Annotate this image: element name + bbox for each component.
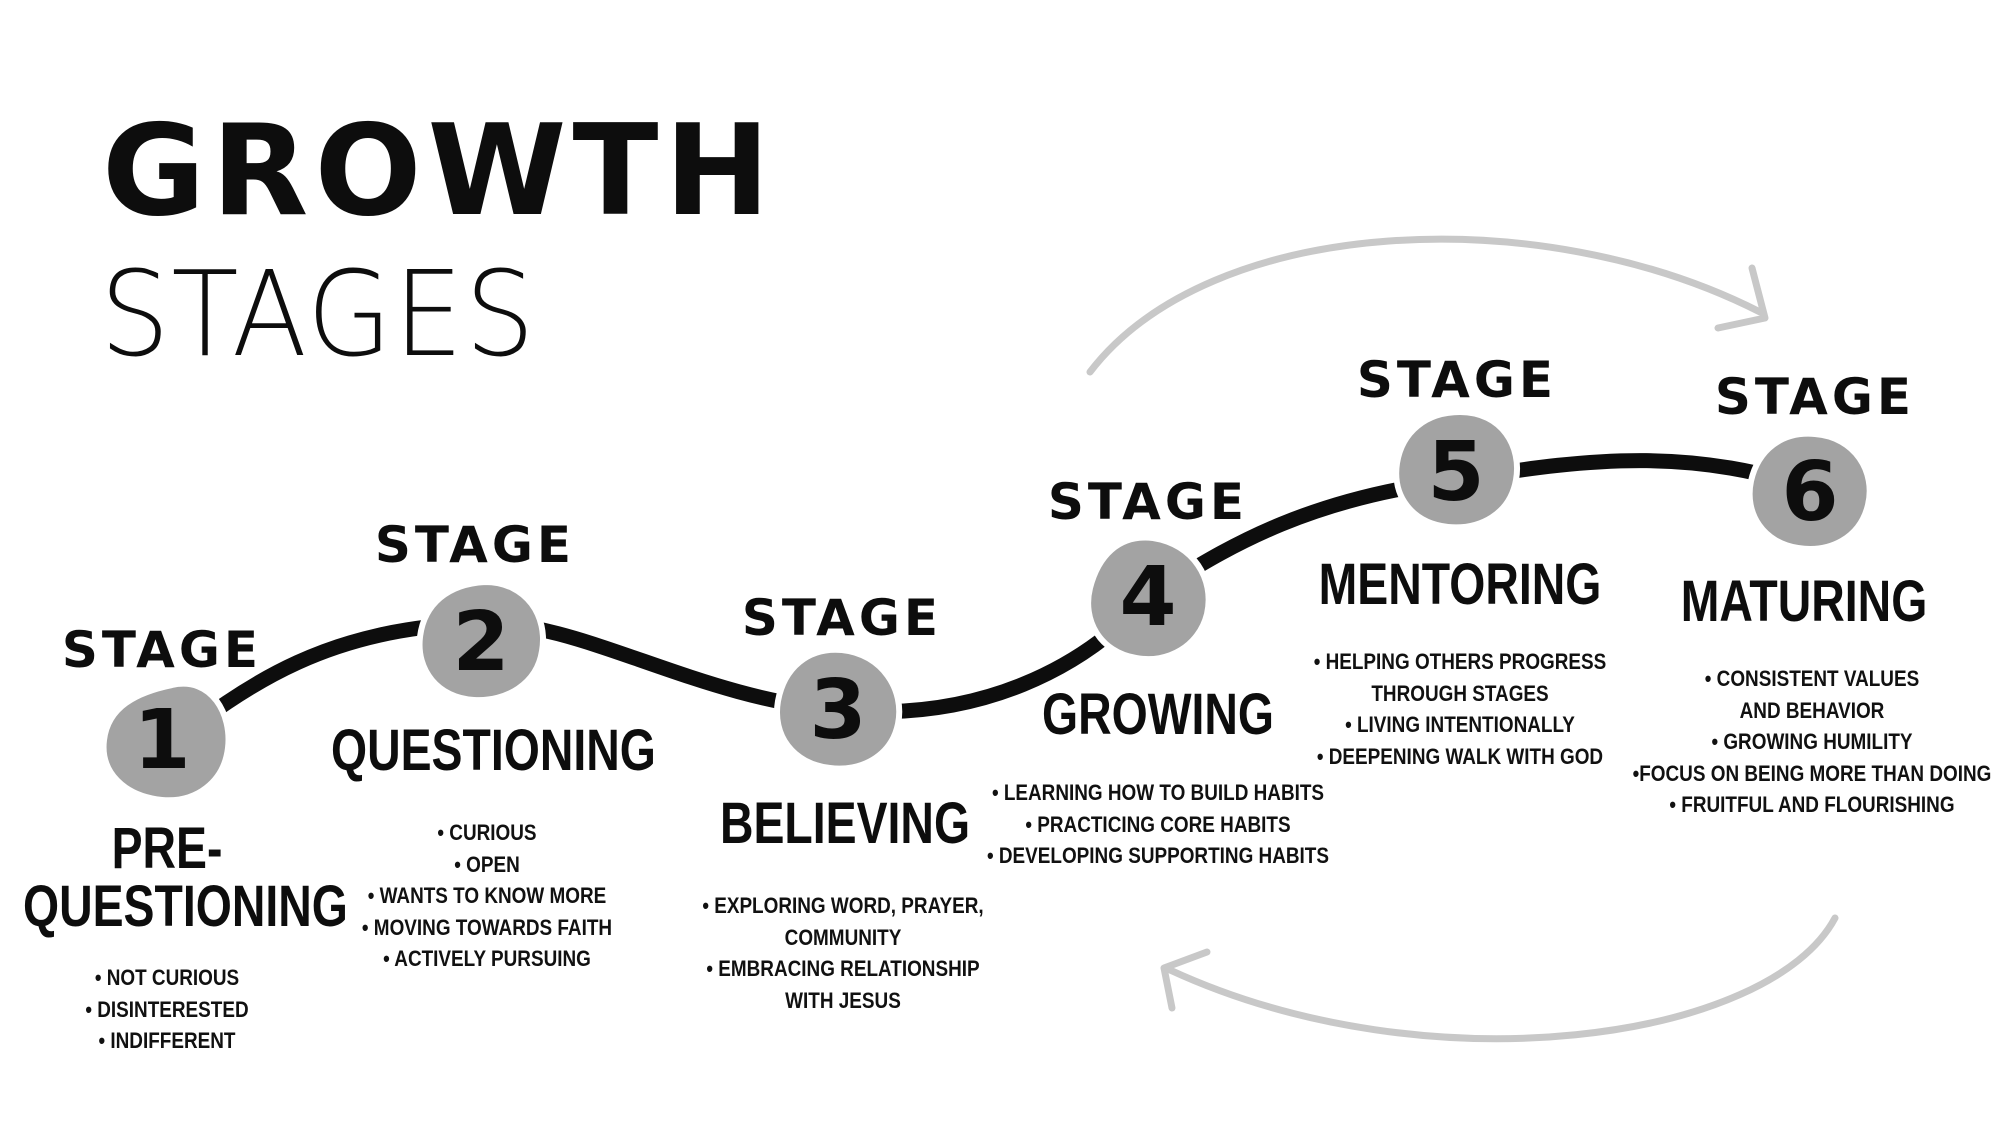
stage-4-label: STAGE	[1047, 473, 1249, 531]
bottom-arrow-head	[1160, 948, 1211, 1012]
stage-4-bullet: • PRACTICING CORE HABITS	[1025, 811, 1291, 837]
stage-2-bullet: • OPEN	[454, 851, 520, 877]
stage-1-label: STAGE	[61, 621, 263, 679]
stage-3-bullets: • EXPLORING WORD, PRAYER, COMMUNITY • EM…	[654, 890, 1032, 1016]
stage-node-3	[774, 646, 903, 772]
stage-node-6	[1746, 430, 1873, 552]
stage-1-bullet: • NOT CURIOUS	[94, 965, 240, 990]
top-arrow-head	[1714, 264, 1769, 332]
stage-3-label: STAGE	[741, 589, 943, 647]
stage-2-name: QUESTIONING	[331, 718, 656, 783]
stage-5-bullets: • HELPING OTHERS PROGRESS THROUGH STAGES…	[1271, 646, 1649, 772]
stage-1-bullet: • INDIFFERENT	[98, 1028, 236, 1053]
stage-node-2	[416, 578, 546, 704]
stage-node-4	[1085, 534, 1212, 663]
stage-6-bullet: •FOCUS ON BEING MORE THAN DOING	[1632, 760, 1992, 786]
stage-1-bullet: • DISINTERESTED	[85, 996, 249, 1022]
stage-5-label: STAGE	[1356, 351, 1558, 409]
stage-6-number: 6	[1781, 445, 1839, 540]
stage-4-bullets: • LEARNING HOW TO BUILD HABITS • PRACTIC…	[969, 777, 1347, 872]
stage-6-label: STAGE	[1714, 368, 1916, 426]
stage-6-bullets: • CONSISTENT VALUES AND BEHAVIOR • GROWI…	[1623, 663, 2000, 821]
stage-4-bullet: • DEVELOPING SUPPORTING HABITS	[987, 843, 1329, 868]
stage-1-number: 1	[133, 693, 191, 788]
stage-3-name: BELIEVING	[719, 791, 971, 856]
stage-6-bullet: • FRUITFUL AND FLOURISHING	[1669, 792, 1955, 817]
title-stages: STAGES	[100, 245, 537, 383]
stage-2-bullet: • CURIOUS	[437, 820, 537, 845]
stage-2-bullet: • ACTIVELY PURSUING	[383, 946, 591, 971]
stage-4-number: 4	[1119, 550, 1177, 645]
stage-2-bullets: • CURIOUS • OPEN • WANTS TO KNOW MORE • …	[298, 817, 676, 975]
stage-6-name: MATURING	[1680, 569, 1928, 634]
stage-1-bullets: • NOT CURIOUS • DISINTERESTED • INDIFFER…	[0, 962, 356, 1057]
stage-5-bullet: • DEEPENING WALK WITH GOD	[1316, 743, 1604, 769]
stage-4-name: GROWING	[1042, 682, 1274, 747]
stage-3-bullet: • EXPLORING WORD, PRAYER, COMMUNITY	[702, 893, 984, 950]
top-cycle-arrow	[1086, 235, 1764, 376]
stage-5-bullet: • HELPING OTHERS PROGRESS THROUGH STAGES	[1313, 649, 1607, 706]
bottom-cycle-arrow	[1166, 914, 1839, 1043]
stage-node-5	[1393, 408, 1520, 531]
stage-5-name: MENTORING	[1318, 552, 1602, 617]
stage-2-number: 2	[452, 595, 510, 690]
stage-6-bullet: • CONSISTENT VALUES AND BEHAVIOR	[1704, 666, 1920, 723]
cycle-arrows	[1086, 235, 1839, 1043]
stage-6-bullet: • GROWING HUMILITY	[1711, 729, 1913, 754]
stage-3-bullet: • EMBRACING RELATIONSHIP WITH JESUS	[706, 956, 980, 1013]
stage-1-name: PRE- QUESTIONING	[23, 816, 348, 939]
stage-2-bullet: • WANTS TO KNOW MORE	[367, 883, 607, 908]
title-growth: GROWTH	[102, 97, 776, 244]
stage-5-number: 5	[1427, 425, 1485, 520]
stage-3-number: 3	[809, 663, 867, 758]
stage-2-label: STAGE	[374, 516, 576, 574]
stage-5-bullet: • LIVING INTENTIONALLY	[1345, 712, 1575, 737]
stage-nodes	[100, 408, 1873, 804]
stage-node-1	[100, 680, 232, 804]
stage-4-bullet: • LEARNING HOW TO BUILD HABITS	[991, 780, 1325, 805]
stage-2-bullet: • MOVING TOWARDS FAITH	[361, 914, 613, 940]
